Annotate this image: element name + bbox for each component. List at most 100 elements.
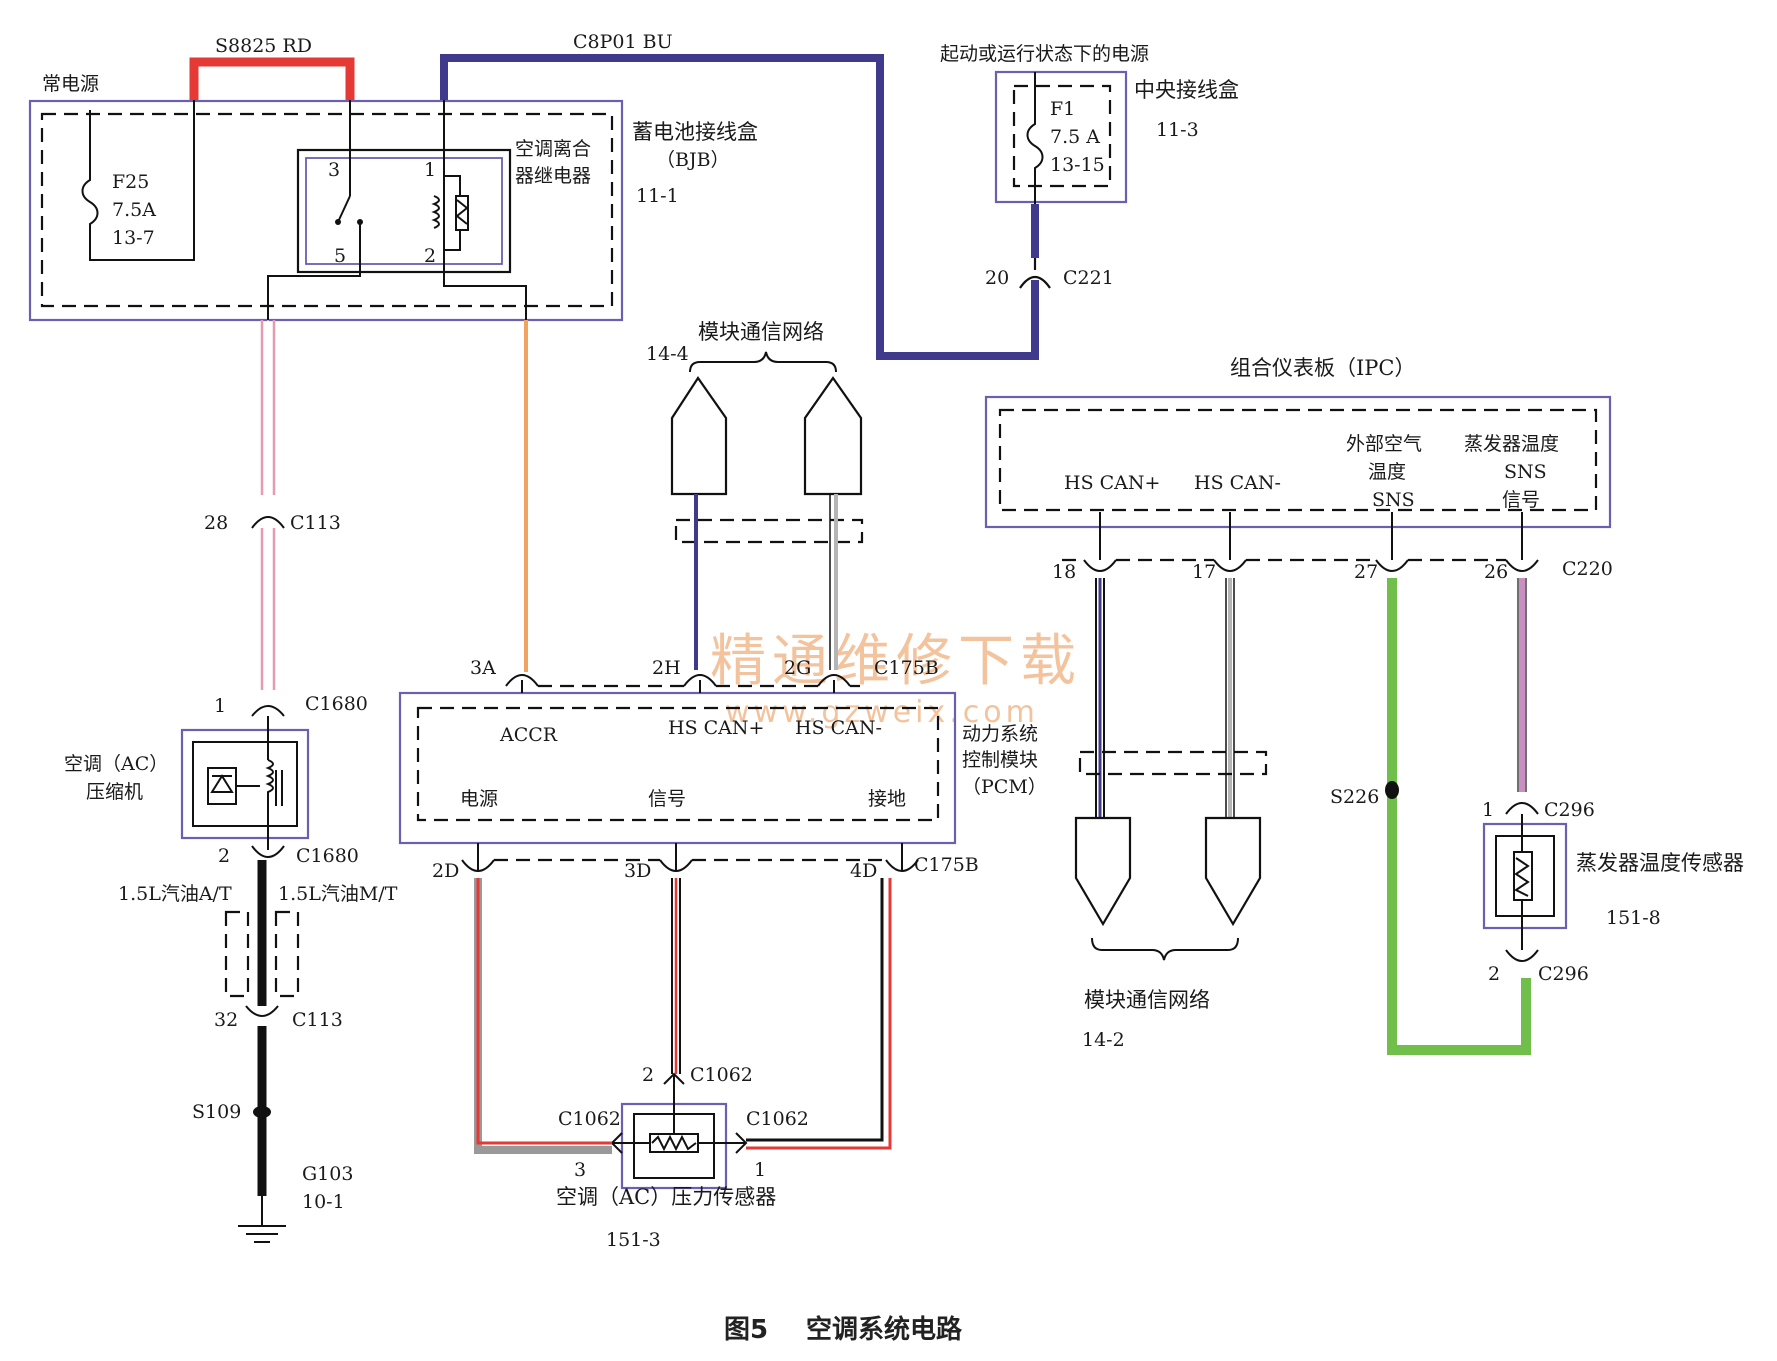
splice-s226: S226 (1330, 786, 1379, 808)
watermark-line2: www.gzweix.com (725, 695, 1039, 730)
relay-pin-1: 1 (424, 159, 436, 181)
relay-pin-2: 2 (424, 245, 436, 267)
evap-conn-2: C296 (1538, 963, 1589, 985)
powertrain-control-module: 动力系统 控制模块 （PCM） ACCR HS CAN+ HS CAN- 电源 … (398, 657, 1047, 882)
wire-s8825-rd (189, 57, 355, 100)
bjb-page: 11-1 (636, 185, 679, 207)
pcm-accr: ACCR (499, 724, 558, 746)
c221-pin: 20 (985, 267, 1009, 289)
c113-bottom-label: C113 (292, 1009, 343, 1031)
fuse-f25: F25 7.5A 13-7 (81, 100, 195, 261)
relay-name-line1: 空调离合 (515, 138, 591, 160)
network-top: 模块通信网络 14-4 (646, 320, 864, 670)
wire-sensor-ground (746, 878, 884, 1142)
wire-ambient-green (1387, 578, 1531, 1055)
cjb-fuse-location: 13-15 (1050, 154, 1105, 176)
network-bottom-page: 14-2 (1082, 1029, 1125, 1051)
relay-name-line2: 器继电器 (515, 165, 591, 187)
ipc-evap-line1: 蒸发器温度 (1464, 433, 1559, 455)
network-bottom-label: 模块通信网络 (1084, 988, 1210, 1012)
c221-label: C221 (1063, 267, 1114, 289)
ipc-pin-26: 26 (1484, 561, 1508, 583)
central-junction-box: 起动或运行状态下的电源 F1 7.5 A 13-15 中央接线盒 11-3 20… (940, 43, 1239, 300)
evap-pin-1: 1 (1482, 799, 1494, 821)
wire-sensor-signal (671, 878, 681, 1074)
evaporator-temperature-sensor: 1 C296 蒸发器温度传感器 151-8 2 C296 (1482, 799, 1744, 985)
network-top-page: 14-4 (646, 343, 689, 365)
compressor-name-line1: 空调（AC） (64, 753, 168, 775)
wire-clutch-pink: 28 C113 (204, 320, 341, 690)
pcm-pin-2h: 2H (652, 657, 681, 679)
ac-pressure-sensor: 2 C1062 C1062 C1062 3 1 空调（AC）压力传感器 151-… (556, 1064, 809, 1251)
evap-pin-2: 2 (1488, 963, 1500, 985)
ac-compressor: 1 C1680 空调（AC） 压缩机 2 C1680 1.5L汽油A/T 1.5… (64, 693, 398, 998)
c113-bottom-pin: 32 (214, 1009, 238, 1031)
ipc-pin-18: 18 (1052, 561, 1076, 583)
ipc-pin-17: 17 (1192, 561, 1216, 583)
ac-clutch-relay: 空调离合 器继电器 3 1 5 2 (267, 100, 591, 320)
pressure-pin-2: 2 (642, 1064, 654, 1086)
wire-compressor-ground: 32 C113 S109 G103 10-1 (192, 860, 353, 1243)
ipc-ambient-line2: 温度 (1368, 461, 1406, 483)
pressure-sensor-page: 151-3 (606, 1229, 661, 1251)
cjb-fuse-rating: 7.5 A (1050, 126, 1100, 148)
wire-s8825-label: S8825 RD (215, 35, 312, 57)
ipc-evap-line3: 信号 (1502, 489, 1540, 511)
ipc-name: 组合仪表板（IPC） (1230, 356, 1416, 380)
pcm-can-minus: HS CAN- (795, 717, 882, 739)
pressure-conn-top: C1062 (690, 1064, 753, 1086)
pcm-ground: 接地 (868, 788, 906, 810)
relay-pin-5: 5 (334, 245, 346, 267)
fuse-f25-id: F25 (112, 171, 149, 193)
evap-sensor-name: 蒸发器温度传感器 (1576, 851, 1744, 875)
figure-number: 图5 (724, 1315, 768, 1345)
relay-pin-3: 3 (328, 159, 340, 181)
splice-s109: S109 (192, 1101, 241, 1123)
ground-g103: G103 (302, 1163, 353, 1185)
run-power-label: 起动或运行状态下的电源 (940, 43, 1149, 65)
cjb-fuse-id: F1 (1050, 98, 1075, 120)
ipc-can-minus: HS CAN- (1194, 472, 1281, 494)
bjb-abbr: （BJB） (656, 149, 730, 171)
ipc-evap-line2: SNS (1504, 461, 1547, 483)
ipc-pin-27: 27 (1354, 561, 1378, 583)
compressor-conn-bottom: C1680 (296, 845, 359, 867)
splice-s226-dot (1385, 781, 1399, 799)
compressor-pin-1: 1 (214, 695, 226, 717)
pcm-pin-2d: 2D (432, 860, 459, 882)
ipc-ambient-line3: SNS (1372, 489, 1415, 511)
wire-c8p01-label: C8P01 BU (573, 31, 673, 53)
ground-page: 10-1 (302, 1191, 345, 1213)
pcm-pin-3d: 3D (624, 860, 651, 882)
c113-top-pin: 28 (204, 512, 228, 534)
pressure-pin-1: 1 (754, 1159, 766, 1181)
pcm-name-line3: （PCM） (962, 776, 1047, 798)
pcm-pin-2g: 2G (784, 657, 811, 679)
pcm-bottom-conn: C175B (914, 854, 979, 876)
evap-sensor-page: 151-8 (1606, 907, 1661, 929)
pcm-pin-3a: 3A (470, 657, 496, 679)
battery-junction-box: 常电源 蓄电池接线盒 （BJB） 11-1 F25 7.5A 13-7 空调离合… (28, 73, 758, 322)
pcm-pin-4d: 4D (850, 860, 877, 882)
pcm-top-conn: C175B (874, 657, 939, 679)
pressure-sensor-name: 空调（AC）压力传感器 (556, 1185, 776, 1209)
pcm-power: 电源 (460, 788, 498, 810)
cjb-name: 中央接线盒 (1134, 78, 1239, 102)
pcm-signal: 信号 (648, 788, 686, 810)
ipc-can-plus: HS CAN+ (1064, 472, 1160, 494)
wire-c8p01-bu (440, 54, 1039, 360)
cjb-page: 11-3 (1156, 119, 1199, 141)
option-1-5l-at: 1.5L汽油A/T (118, 883, 232, 905)
pressure-pin-3: 3 (574, 1159, 586, 1181)
network-bottom: 模块通信网络 14-2 (1074, 578, 1268, 1051)
network-top-label: 模块通信网络 (698, 320, 824, 344)
watermark-line1: 精通维修下载 (710, 629, 1082, 694)
pressure-conn-right: C1062 (746, 1108, 809, 1130)
instrument-panel-cluster: 组合仪表板（IPC） HS CAN+ HS CAN- 外部空气 温度 SNS 蒸… (984, 356, 1613, 583)
compressor-pin-2: 2 (218, 845, 230, 867)
fuse-f25-rating: 7.5A (112, 199, 156, 221)
pcm-name-line1: 动力系统 (962, 723, 1038, 745)
compressor-name-line2: 压缩机 (86, 781, 143, 803)
bjb-name: 蓄电池接线盒 (632, 120, 758, 144)
